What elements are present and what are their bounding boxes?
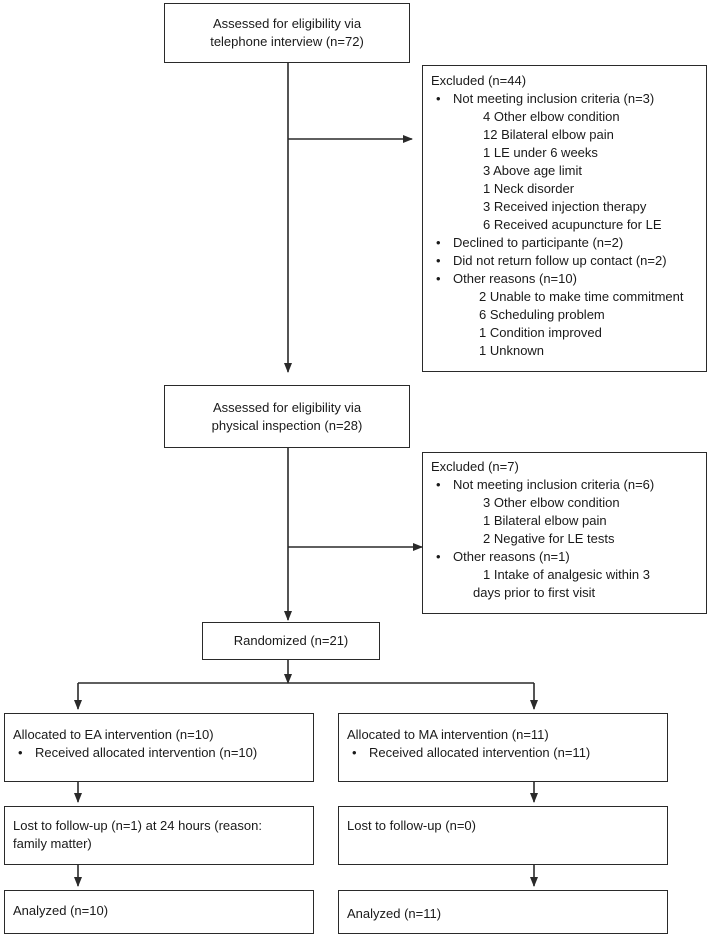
excluded-7-bullet-inclusion: Not meeting inclusion criteria (n=6) [431,476,698,494]
analyzed-ma-text: Analyzed (n=11) [347,906,442,921]
excluded-7-title: Excluded (n=7) [431,459,519,474]
excluded-44-other-item: 6 Scheduling problem [479,307,605,322]
excluded-44-item: 3 Above age limit [483,163,583,178]
analyzed-ma-box: Analyzed (n=11) [338,890,668,934]
lost-followup-ma-box: Lost to follow-up (n=0) [338,806,668,865]
excluded-44-other-item: 2 Unable to make time commitment [479,289,684,304]
excluded-7-other-item: 1 Intake of analgesic within 3 [483,567,650,582]
excluded-44-item: 1 Neck disorder [483,181,575,196]
excluded-44-other-item: 1 Unknown [479,343,545,358]
excluded-44-item: 4 Other elbow condition [483,109,620,124]
physical-line-1: Assessed for eligibility via [212,399,362,415]
excluded-7-item: 2 Negative for LE tests [483,531,615,546]
allocated-ma-title: Allocated to MA intervention (n=11) [347,727,549,742]
excluded-44-bullet-inclusion: Not meeting inclusion criteria (n=3) [431,90,698,108]
excluded-44-item: 12 Bilateral elbow pain [483,127,614,142]
allocated-ma-box: Allocated to MA intervention (n=11) Rece… [338,713,668,782]
analyzed-ea-box: Analyzed (n=10) [4,890,314,934]
physical-line-2: physical inspection (n=28) [211,417,363,433]
excluded-7-box: Excluded (n=7) Not meeting inclusion cri… [422,452,707,614]
lost-followup-ea-text: Lost to follow-up (n=1) at 24 hours (rea… [13,818,262,851]
randomized-label: Randomized (n=21) [233,633,349,648]
lost-followup-ma-text: Lost to follow-up (n=0) [347,818,476,833]
excluded-44-title: Excluded (n=44) [431,73,527,88]
excluded-7-item: 1 Bilateral elbow pain [483,513,607,528]
excluded-44-item: 1 LE under 6 weeks [483,145,598,160]
allocated-ea-received: Received allocated intervention (n=10) [13,744,305,762]
excluded-44-box: Excluded (n=44) Not meeting inclusion cr… [422,65,707,372]
lost-followup-ea-box: Lost to follow-up (n=1) at 24 hours (rea… [4,806,314,865]
excluded-44-bullet-other: Other reasons (n=10) [431,270,698,288]
randomized-box: Randomized (n=21) [202,622,380,660]
excluded-44-item: 3 Received injection therapy [483,199,647,214]
excluded-44-bullet-no-return: Did not return follow up contact (n=2) [431,252,698,270]
allocated-ea-title: Allocated to EA intervention (n=10) [13,727,214,742]
analyzed-ea-text: Analyzed (n=10) [13,903,109,918]
excluded-7-bullet-other: Other reasons (n=1) [431,548,698,566]
allocated-ma-received: Received allocated intervention (n=11) [347,744,659,762]
excluded-7-item: 3 Other elbow condition [483,495,620,510]
excluded-44-other-item: 1 Condition improved [479,325,602,340]
allocated-ea-box: Allocated to EA intervention (n=10) Rece… [4,713,314,782]
telephone-line-2: telephone interview (n=72) [210,34,364,49]
excluded-44-item: 6 Received acupuncture for LE [483,217,662,232]
telephone-interview-box: Assessed for eligibility via telephone i… [164,3,410,63]
telephone-line-1: Assessed for eligibility via [212,16,362,31]
physical-inspection-box: Assessed for eligibility via physical in… [164,385,410,448]
excluded-44-bullet-declined: Declined to participante (n=2) [431,234,698,252]
excluded-7-other-item-cont: days prior to first visit [473,585,596,600]
